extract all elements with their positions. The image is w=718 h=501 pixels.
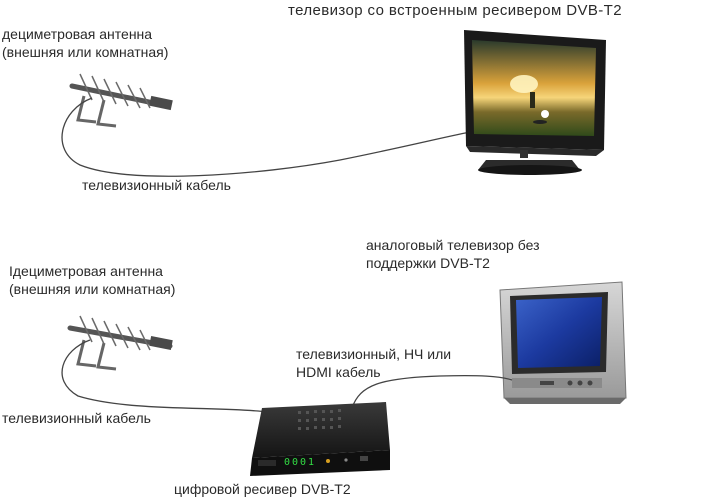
crt-tv-icon [499,281,627,404]
tv-cable-bottom [61,339,269,413]
label-antenna-bottom-line1: Iдециметровая антенна [9,263,163,279]
label-receiver: цифровой ресивер DVB-T2 [174,481,351,497]
label-antenna-top-line2: (внешняя или комнатная) [2,44,169,60]
receiver-display: 0001 [284,457,316,468]
antenna-icon [69,73,173,128]
label-cable-bottom: телевизионный кабель [2,410,151,426]
hdmi-cable [351,374,513,409]
label-analog-tv-line2: поддержки DVB-T2 [366,255,490,271]
label-antenna-bottom-line2: (внешняя или комнатная) [9,281,176,297]
label-tv-dvb-t2: телевизор со встроенным ресивером DVB-T2 [288,2,622,19]
label-antenna-top-line1: дециметровая антенна [2,26,153,42]
set-top-box-icon: 0001 [250,402,390,476]
tv-cable-top [61,97,471,177]
label-hdmi-cable-line1: телевизионный, НЧ или [296,346,452,362]
flat-tv-icon [464,30,606,175]
label-analog-tv-line1: аналоговый телевизор без [366,237,540,253]
label-cable-top: телевизионный кабель [82,177,231,193]
label-hdmi-cable-line2: HDMI кабель [296,364,381,380]
antenna-icon [67,315,173,371]
